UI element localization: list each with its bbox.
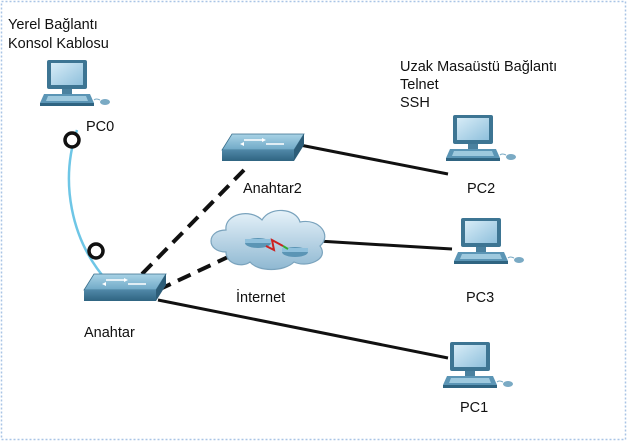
console-cable-label: Konsol Kablosu [8, 36, 109, 52]
remote-desktop-label: Uzak Masaüstü Bağlantı [400, 59, 557, 75]
pc3-label: PC3 [466, 290, 494, 306]
anahtar2-label: Anahtar2 [243, 181, 302, 197]
telnet-label: Telnet [400, 77, 439, 93]
anahtar2-switch-icon[interactable] [221, 133, 305, 162]
link-internet-pc3 [317, 239, 453, 251]
pc1-label: PC1 [460, 400, 488, 416]
anahtar-switch-icon[interactable] [83, 273, 167, 302]
pc1-icon[interactable] [442, 341, 514, 389]
ssh-label: SSH [400, 95, 430, 111]
pc0-label: PC0 [86, 119, 114, 135]
console-cable-endpoint-pc [63, 131, 81, 149]
pc3-icon[interactable] [453, 217, 525, 265]
local-connection-label: Yerel Bağlantı [8, 17, 98, 33]
pc0-icon[interactable] [39, 59, 111, 107]
anahtar-label: Anahtar [84, 325, 135, 341]
console-cable-endpoint-switch [87, 242, 105, 260]
internet-cloud-icon[interactable] [210, 209, 326, 271]
link-anahtar-internet [157, 255, 229, 292]
link-anahtar-anahtar2 [140, 168, 246, 276]
pc2-label: PC2 [467, 181, 495, 197]
internet-label: İnternet [236, 288, 285, 306]
pc2-icon[interactable] [445, 114, 517, 162]
console-cable [67, 129, 109, 283]
link-anahtar-pc1 [157, 298, 449, 360]
link-anahtar2-pc2 [299, 143, 449, 176]
